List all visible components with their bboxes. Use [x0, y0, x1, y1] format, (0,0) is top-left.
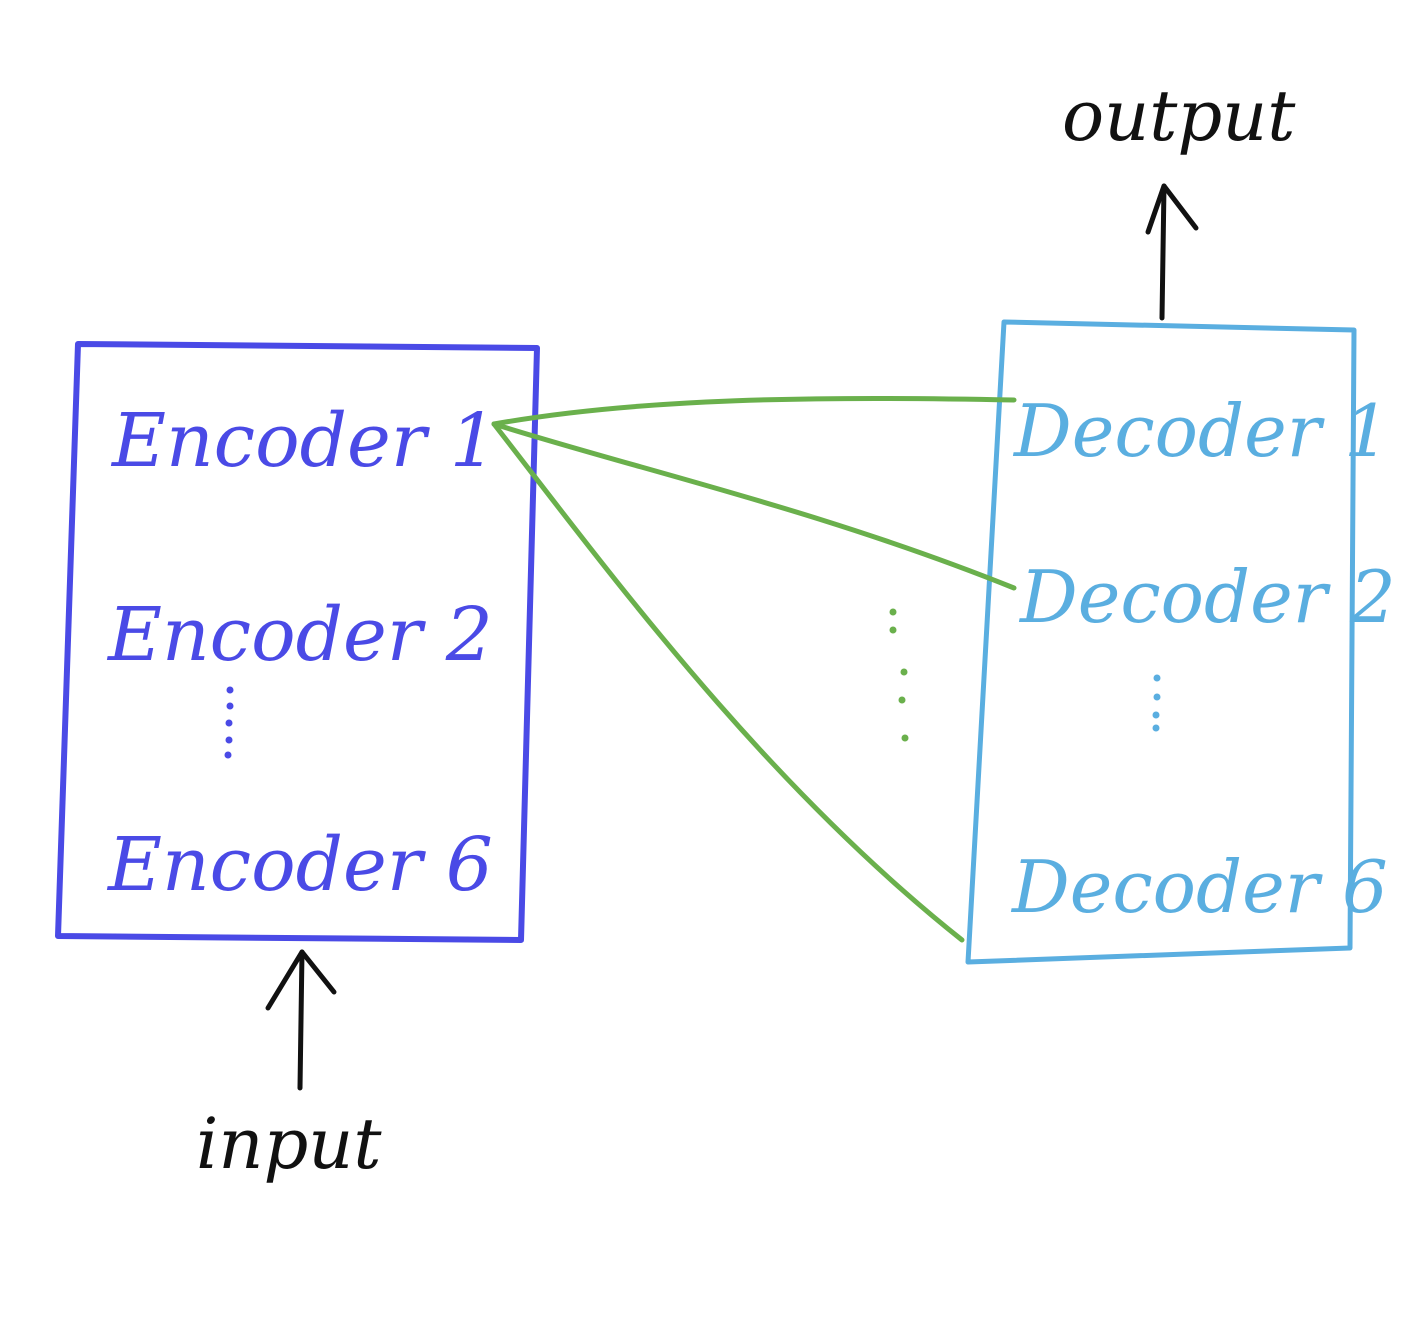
input-arrow: [265, 949, 337, 1091]
encoder-label-1: Encoder 1: [110, 398, 497, 484]
encoder-ellipsis: [224, 686, 234, 759]
output-label: output: [1062, 75, 1296, 157]
encoder-label-6: Encoder 6: [106, 822, 493, 908]
decoder-ellipsis: [1152, 674, 1161, 732]
connection-line-decoder-6: [491, 421, 965, 943]
connection-line-decoder-1: [491, 395, 1017, 427]
decoder-label-6: Decoder 6: [1010, 845, 1388, 929]
connection-ellipsis: [889, 608, 909, 742]
connection-line-decoder-2: [491, 421, 1017, 591]
decoder-label-2: Decoder 2: [1018, 555, 1396, 639]
encoder-box: [55, 341, 540, 943]
input-label: input: [196, 1103, 382, 1185]
decoder-label-1: Decoder 1: [1012, 389, 1390, 473]
decoder-box: [965, 319, 1357, 965]
output-arrow: [1145, 183, 1199, 321]
encoder-label-2: Encoder 2: [106, 592, 493, 678]
